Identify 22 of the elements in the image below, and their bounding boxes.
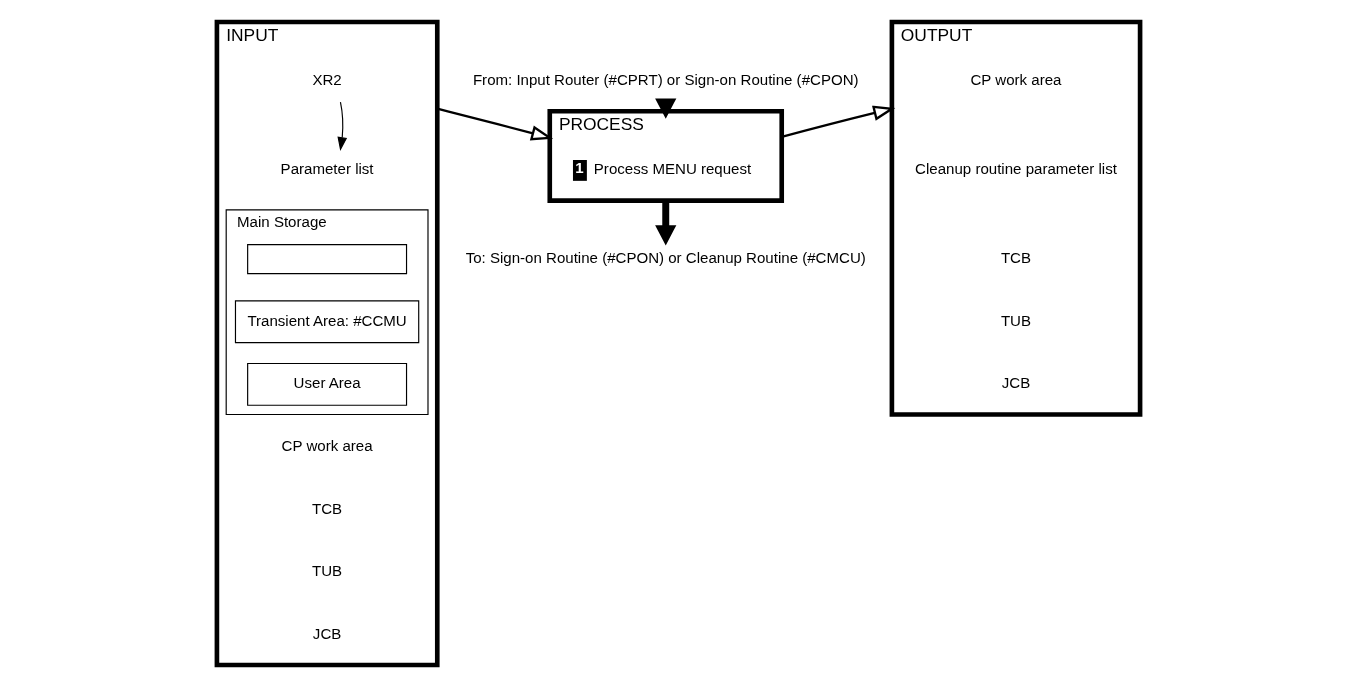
node-text: From: Input Router (#CPRT) or Sign-on Routine (#CPON) [472,71,859,89]
label: CP work area [970,71,1061,89]
label: JCB [312,624,341,642]
node-box: User Area [246,362,407,406]
label: TCB [1000,249,1031,267]
node-text: XR2 [311,71,342,89]
arrow [654,98,676,119]
label: TUB [311,562,342,580]
node-box: Transient Area: #CCMU [234,300,419,344]
label: JCB [1001,374,1030,392]
arrow [436,107,553,141]
node-box: 1 [572,159,587,181]
label: CP work area [281,436,373,454]
arrow [654,200,676,246]
node-text: Parameter list [280,160,374,178]
node-box [246,244,407,275]
label: Cleanup routine parameter list [914,160,1117,178]
label: TCB [311,499,342,517]
node-text: To: Sign-on Routine (#CPON) or Cleanup Routine (#CMCU) [465,249,866,267]
label: TUB [1000,311,1031,329]
node-label: Process MENU request [593,160,751,178]
arrow [336,101,347,152]
